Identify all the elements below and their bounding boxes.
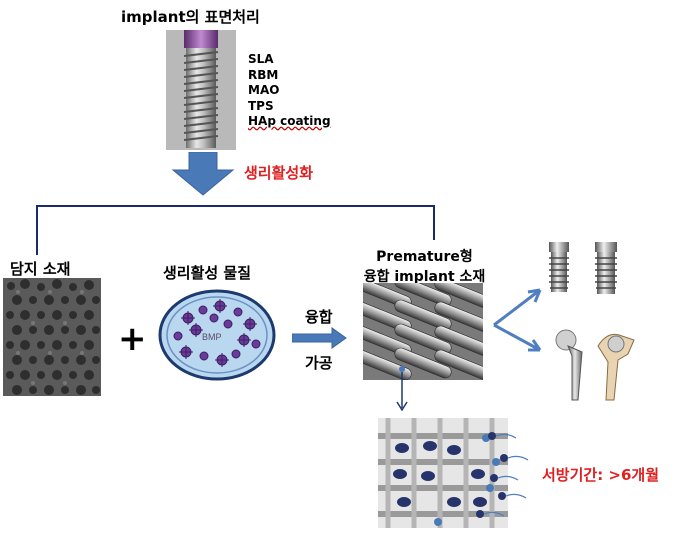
treatment-item: RBM [248,67,279,82]
cell-scaffold-image [378,418,508,528]
hip-implants-image [555,329,635,401]
treatment-item: TPS [248,98,274,113]
treatment-item: MAO [248,83,280,97]
down-arrow-icon [171,152,235,196]
process-label-processing: 가공 [305,354,333,372]
branch-arrows [493,288,542,352]
implant-surface-title: implant의 표면처리 [121,8,260,26]
product-title: Premature형 융합 implant 소재 [352,246,497,286]
process-arrow-icon [292,327,347,349]
dental-implants-image [549,242,617,294]
released-particles [476,432,529,518]
bioactivation-label: 생리활성화 [244,164,314,182]
surface-treatment-list: SLA RBM MAO TPS HAp coating [248,52,331,130]
release-period-label: 서방기간: >6개월 [542,466,660,484]
treatment-item: HAp coating [248,114,331,128]
metal-rods-image [363,283,483,380]
product-title-line2: 융합 implant 소재 [363,269,486,285]
scaffold-label: 담지 소재 [10,260,71,278]
small-down-arrow-icon [396,372,408,412]
implant-image [166,30,236,150]
bioactive-material-label: 생리활성 물질 [163,264,252,282]
bmp-dish-image: BMP [158,289,276,381]
bmp-text: BMP [202,332,222,342]
product-title-line1: Premature형 [376,249,473,265]
treatment-item: SLA [248,52,274,66]
scaffold-image [3,278,101,396]
process-label-fusion: 융합 [305,308,333,326]
plus-sign: + [118,319,147,359]
